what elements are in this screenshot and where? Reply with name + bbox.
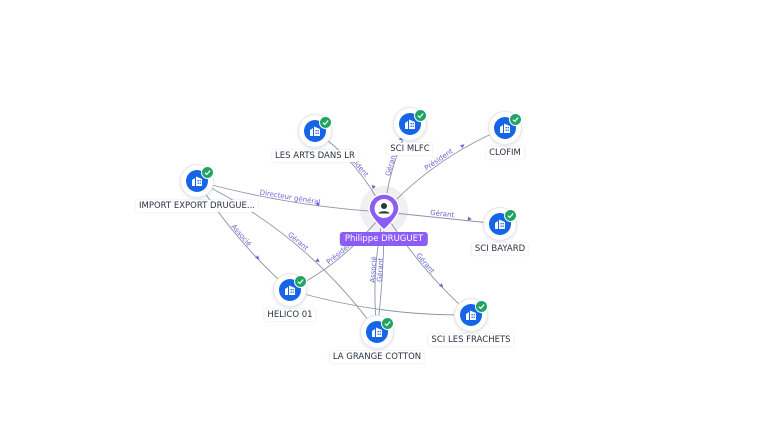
relation-label: Gérant [384,151,399,177]
company-label: CLOFIM [486,147,524,159]
relation-label: Associé [230,223,253,248]
verified-check-icon [475,300,488,313]
verified-check-icon [381,317,394,330]
relation-arrow [460,144,465,149]
relation-label: Gérant [414,252,436,276]
relation-edge [196,180,378,333]
relation-label: Directeur général [259,188,321,206]
relation-arrow [371,184,376,190]
relation-arrow [315,258,320,263]
relation-arrow [467,216,472,221]
company-label: IMPORT EXPORT DRUGUE... [136,200,258,212]
person-label: Philippe DRUGUET [339,232,429,246]
relation-label: Associé [369,256,379,283]
verified-check-icon [201,166,214,179]
company-label: SCI BAYARD [471,243,529,255]
verified-check-icon [414,109,427,122]
relation-label: Gérant [430,209,455,219]
company-label: HELICO 01 [264,309,316,321]
company-label: SCI LES FRACHETS [428,334,514,346]
relation-label: Gérant [376,257,385,282]
relation-arrow [255,255,260,260]
relation-edge [196,180,385,213]
verified-check-icon [319,116,332,129]
company-label: SCI MLFC [387,143,433,155]
person-pin-icon [368,193,400,231]
relation-edge [289,289,472,316]
company-label: LA GRANGE COTTON [329,351,425,363]
company-label: LES ARTS DANS LR [272,150,358,162]
verified-check-icon [509,113,522,126]
relation-arrow [315,202,320,207]
verified-check-icon [504,209,517,222]
relation-arrow [438,283,444,288]
relation-label: Gérant [286,231,310,253]
verified-check-icon [294,275,307,288]
